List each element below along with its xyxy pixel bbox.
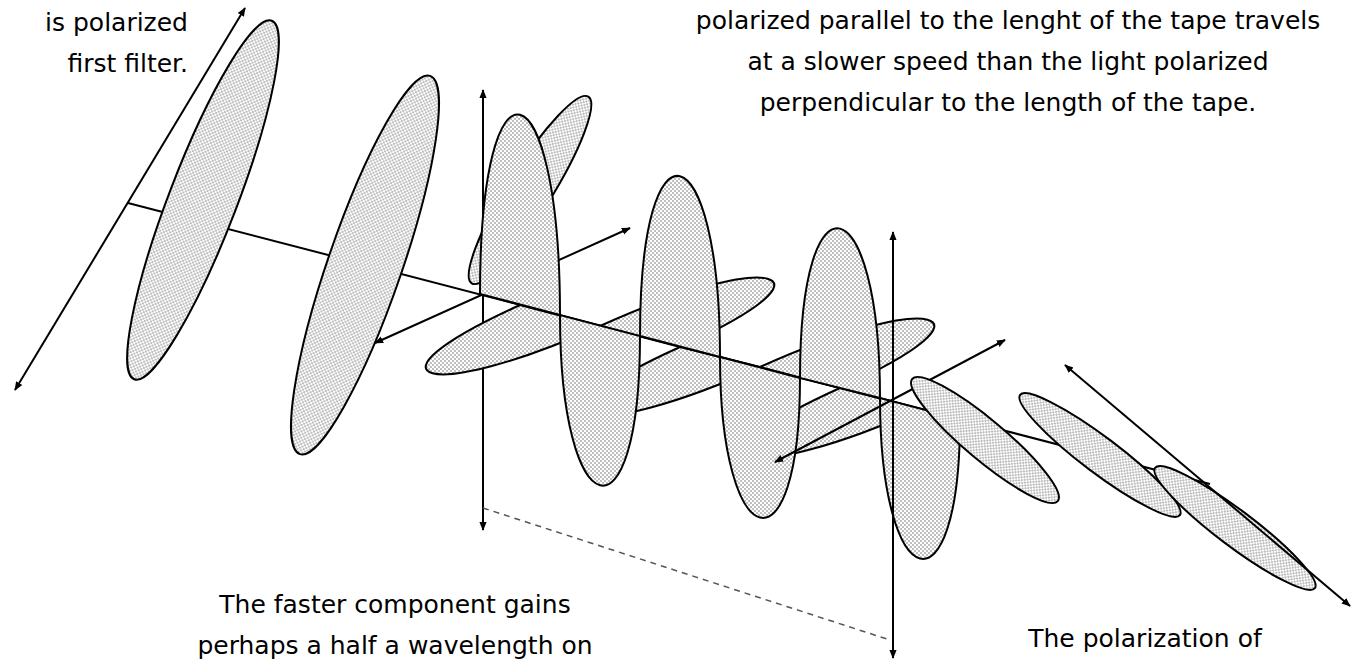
polarization-arrow bbox=[1065, 365, 1350, 606]
wave-lobe bbox=[265, 64, 465, 466]
wave-lobe bbox=[899, 364, 1070, 517]
label-slot: is polarized first filter. bbox=[0, 2, 188, 84]
label-slot: polarized parallel to the lenght of the … bbox=[688, 0, 1328, 123]
note-text: polarized parallel to the lenght of the … bbox=[688, 0, 1328, 123]
wave-lobe bbox=[1144, 453, 1325, 602]
slow-component-lobe bbox=[800, 228, 880, 398]
slow-component-lobe bbox=[480, 114, 560, 315]
note-text: is polarized first filter. bbox=[0, 2, 188, 84]
slow-component-lobe bbox=[720, 357, 800, 518]
label-slot: The faster component gains perhaps a hal… bbox=[175, 584, 615, 662]
slow-component-lobe bbox=[560, 315, 640, 486]
label-slot: The polarization of bbox=[975, 618, 1315, 659]
wave-lobe bbox=[1009, 380, 1190, 529]
exit-axis-arrow bbox=[892, 232, 894, 658]
note-text: The polarization of bbox=[975, 618, 1315, 659]
phase-gain-line bbox=[483, 508, 890, 640]
slow-component-lobe bbox=[640, 176, 720, 357]
tape-axis-arrow bbox=[482, 90, 484, 530]
note-text: The faster component gains perhaps a hal… bbox=[175, 584, 615, 662]
